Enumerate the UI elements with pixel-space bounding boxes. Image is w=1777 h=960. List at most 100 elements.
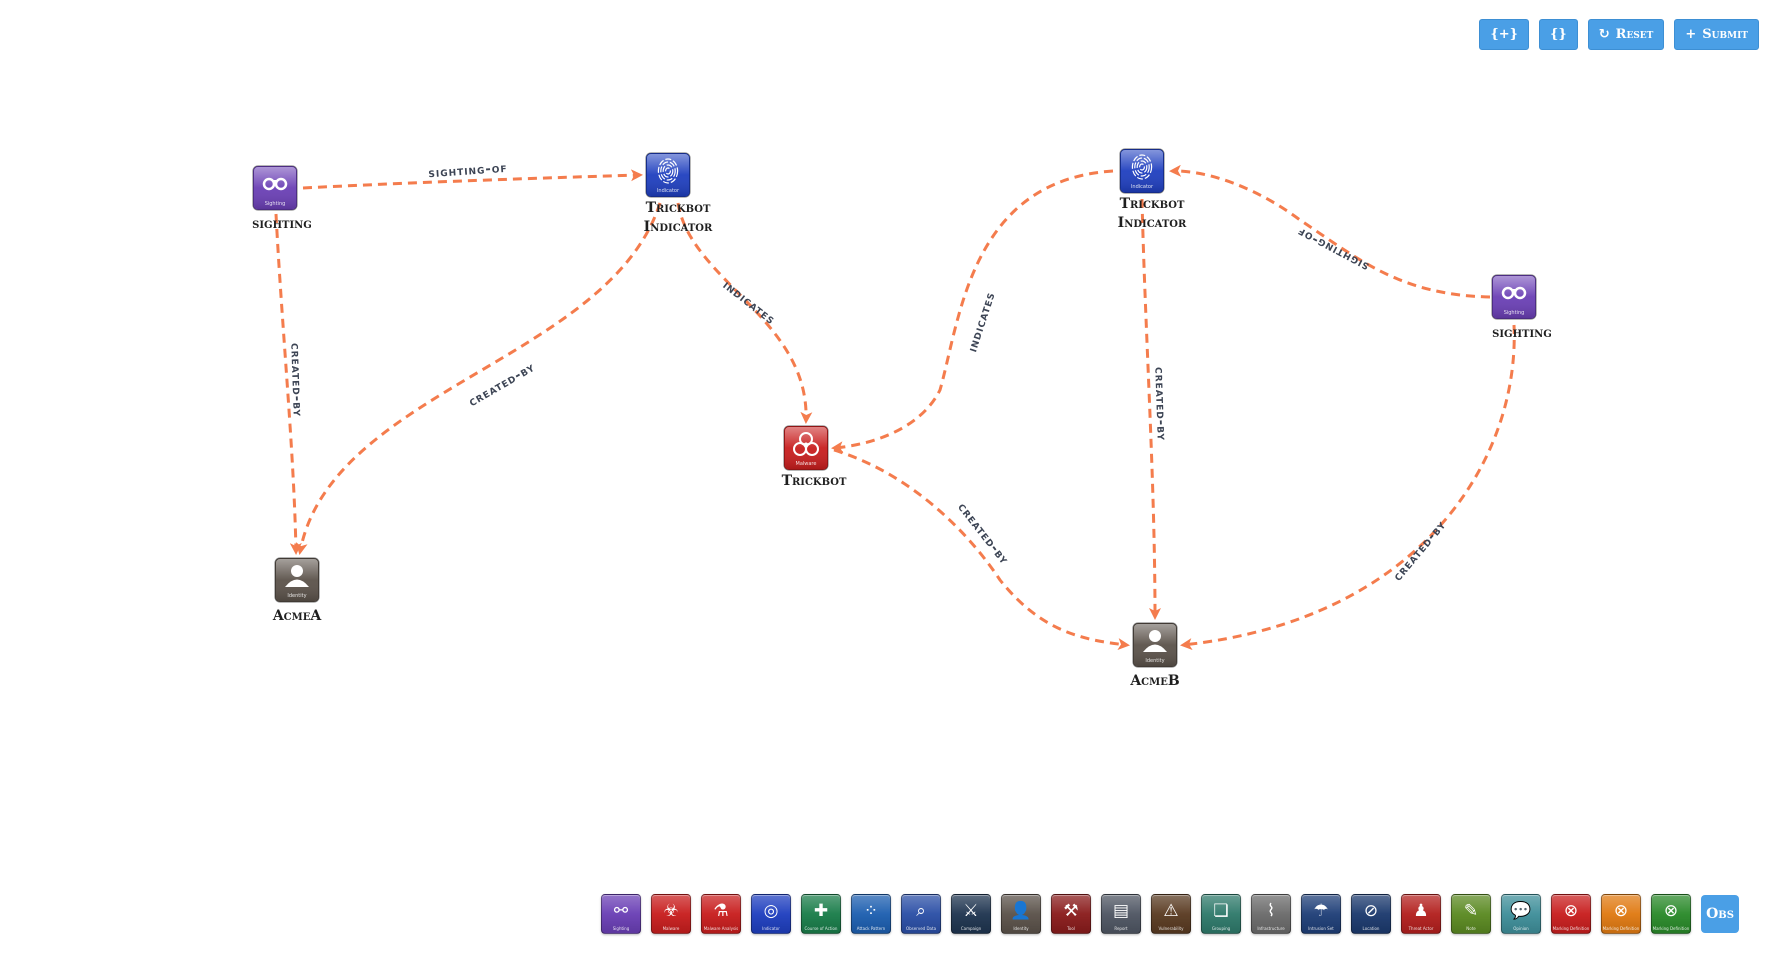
edge-indicates-indicator-1-to-malware-1[interactable]: indicates — [676, 202, 813, 424]
palette-item-caption: Identity — [1013, 926, 1029, 931]
palette-item-caption: Indicator — [762, 926, 780, 931]
palette-item-infrastructure[interactable]: ⌇Infrastructure — [1251, 894, 1291, 934]
edge-line[interactable] — [831, 169, 1114, 454]
edge-line[interactable] — [676, 202, 813, 424]
palette-item-caption: Location — [1362, 926, 1380, 931]
add-json-button[interactable]: {+} — [1479, 19, 1529, 50]
node-caption: Sighting — [265, 201, 286, 207]
plus-icon: + — [1685, 27, 1697, 42]
fingerprint-icon-shape — [1136, 160, 1148, 174]
person-icon-shape — [291, 565, 303, 577]
fingerprint-icon-shape — [662, 164, 674, 178]
palette-item-caption: Vulnerability — [1158, 926, 1184, 931]
edge-created-by-indicator-2-to-identity-b[interactable]: created-by — [1140, 198, 1169, 620]
node-label-line: Indicator — [1118, 215, 1187, 231]
umbrella-icon: ☂ — [1313, 900, 1329, 921]
palette-item-marking-definition-green[interactable]: ⊗Marking Definition — [1651, 894, 1691, 934]
edge-line[interactable] — [833, 448, 1130, 651]
palette-item-malware-analysis[interactable]: ⚗Malware Analysis — [701, 894, 741, 934]
palette-item-sighting[interactable]: ⚯Sighting — [601, 894, 641, 934]
palette-item-caption: Marking Definition — [1652, 926, 1690, 931]
node-label-line: Trickbot — [782, 473, 847, 489]
palette-item-observed-data[interactable]: ⌕Observed Data — [901, 894, 941, 934]
palette-item-caption: Report — [1114, 926, 1128, 931]
edge-label: created-by — [1151, 367, 1169, 441]
edge-sighting-of-sighting-2-to-indicator-2[interactable]: sighting-of — [1169, 164, 1491, 299]
edge-created-by-sighting-1-to-identity-a[interactable]: created-by — [274, 213, 305, 555]
marking-red-icon: ⊗ — [1563, 900, 1579, 921]
palette-item-location[interactable]: ⊘Location — [1351, 894, 1391, 934]
marking-amber-icon: ⊗ — [1613, 900, 1629, 921]
person-icon-shape — [285, 579, 309, 587]
obs-button[interactable]: Obs — [1701, 895, 1739, 933]
palette-item-vulnerability[interactable]: ⚠Vulnerability — [1151, 894, 1191, 934]
palette-item-marking-definition-amber[interactable]: ⊗Marking Definition — [1601, 894, 1641, 934]
node-sighting-2[interactable]: Sighting sighting — [1491, 274, 1552, 341]
edge-created-by-sighting-2-to-identity-b[interactable]: created-by — [1180, 324, 1516, 651]
edge-created-by-indicator-1-to-identity-a[interactable]: created-by — [295, 202, 662, 555]
submit-button[interactable]: + Submit — [1674, 19, 1759, 50]
microscope-icon: ⚗ — [713, 900, 729, 921]
palette-item-caption: Opinion — [1513, 926, 1529, 931]
palette-item-threat-actor[interactable]: ♟Threat Actor — [1401, 894, 1441, 934]
palette-item-marking-definition-red[interactable]: ⊗Marking Definition — [1551, 894, 1591, 934]
biohazard-icon-shape — [805, 442, 819, 456]
edge-line[interactable] — [295, 202, 662, 555]
edge-indicates-indicator-2-to-malware-1[interactable]: indicates — [831, 169, 1114, 454]
edge-line[interactable] — [1180, 324, 1516, 651]
json-button[interactable]: {} — [1539, 19, 1578, 50]
node-label: sighting — [252, 216, 312, 232]
edge-created-by-malware-1-to-identity-b[interactable]: created-by — [833, 448, 1130, 651]
palette-item-opinion[interactable]: 💬Opinion — [1501, 894, 1541, 934]
reset-button[interactable]: ↻ Reset — [1587, 19, 1665, 50]
palette-item-report[interactable]: ▤Report — [1101, 894, 1141, 934]
threat-actor-icon: ♟ — [1413, 900, 1429, 921]
node-caption: Sighting — [1504, 310, 1525, 316]
palette-item-caption: Sighting — [612, 926, 630, 931]
person-icon-shape — [1149, 630, 1161, 642]
edge-line[interactable] — [1169, 164, 1491, 299]
node-gloss — [647, 154, 689, 196]
edge-line[interactable] — [302, 169, 643, 190]
edge-sighting-of-sighting-1-to-indicator-1[interactable]: sighting-of — [302, 161, 643, 190]
node-caption: Indicator — [657, 188, 680, 194]
binoculars-icon-shape — [273, 180, 277, 184]
palette-item-intrusion-set[interactable]: ☂Intrusion Set — [1301, 894, 1341, 934]
node-gloss — [1493, 276, 1535, 318]
edge-label: indicates — [720, 278, 778, 328]
cannon-icon: ⚔ — [963, 900, 979, 921]
node-label-line: AcmeB — [1129, 673, 1180, 689]
palette-item-indicator[interactable]: ◎Indicator — [751, 894, 791, 934]
palette-item-tool[interactable]: ⚒Tool — [1051, 894, 1091, 934]
palette-item-identity[interactable]: 👤Identity — [1001, 894, 1041, 934]
attack-pattern-icon: ⁘ — [863, 900, 879, 921]
palette-item-note[interactable]: ✎Note — [1451, 894, 1491, 934]
edge-line[interactable] — [1140, 198, 1161, 620]
edge-label: created-by — [466, 360, 538, 410]
node-sighting-1[interactable]: Sighting sighting — [252, 165, 312, 232]
node-label: sighting — [1492, 325, 1552, 341]
edge-line[interactable] — [274, 213, 302, 555]
palette-item-caption: Infrastructure — [1257, 926, 1285, 931]
palette-item-campaign[interactable]: ⚔Campaign — [951, 894, 991, 934]
node-caption: Indicator — [1131, 184, 1154, 190]
palette-item-malware[interactable]: ☣Malware — [651, 894, 691, 934]
palette-item-attack-pattern[interactable]: ⁘Attack Pattern — [851, 894, 891, 934]
person-icon — [1143, 630, 1167, 652]
edge-label: created-by — [287, 343, 305, 417]
node-label-line: AcmeA — [272, 608, 323, 624]
palette-item-grouping[interactable]: ❏Grouping — [1201, 894, 1241, 934]
node-caption: Malware — [796, 461, 817, 467]
palette-item-course-of-action[interactable]: ✚Course of Action — [801, 894, 841, 934]
node-label: AcmeB — [1129, 673, 1180, 689]
node-label: Trickbot — [782, 473, 847, 489]
